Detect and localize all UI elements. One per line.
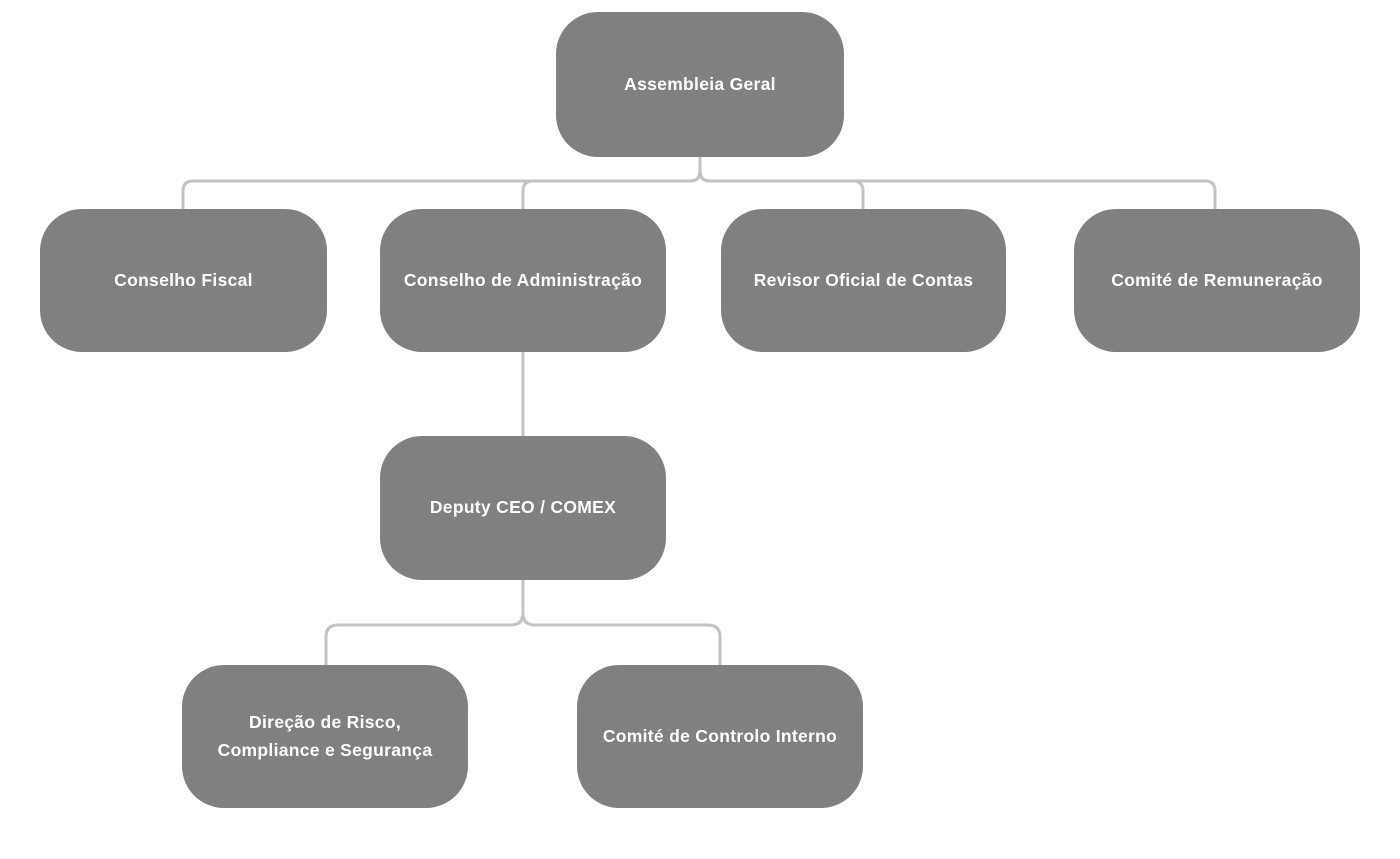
- org-node-assembleia-geral: Assembleia Geral: [556, 12, 844, 157]
- connector-assembleia-adm: [521, 156, 702, 210]
- org-node-label: Revisor Oficial de Contas: [753, 269, 974, 290]
- org-node-conselho-fiscal: Conselho Fiscal: [40, 209, 327, 352]
- org-node-label: Deputy CEO / COMEX: [429, 497, 617, 518]
- org-node-label: Assembleia Geral: [624, 73, 776, 94]
- connector-assembleia-remuneracao: [698, 156, 1217, 210]
- org-node-comite-de-remuneracao: Comité de Remuneração: [1074, 209, 1360, 352]
- org-node-revisor-oficial-de-contas: Revisor Oficial de Contas: [721, 209, 1006, 352]
- org-node-comite-de-controlo-interno: Comité de Controlo Interno: [577, 665, 863, 808]
- connector-assembleia-fiscal: [181, 156, 702, 210]
- org-node-label: Conselho Fiscal: [114, 269, 253, 290]
- connector-assembleia-revisor: [698, 156, 865, 210]
- org-node-label: Comité de Controlo Interno: [602, 725, 838, 746]
- org-node-label: Conselho de Administração: [403, 269, 643, 290]
- org-node-conselho-de-administracao: Conselho de Administração: [380, 209, 666, 352]
- org-node-label: Comité de Remuneração: [1111, 269, 1323, 290]
- connector-deputy-controlo: [521, 579, 722, 666]
- org-node-deputy-ceo-comex: Deputy CEO / COMEX: [380, 436, 666, 580]
- org-node-label: Direção de Risco, Compliance e Segurança: [217, 712, 433, 760]
- connector-deputy-direcao: [324, 579, 525, 666]
- org-node-direcao-de-risco-compliance-e-seguranca: Direção de Risco, Compliance e Segurança: [182, 665, 468, 808]
